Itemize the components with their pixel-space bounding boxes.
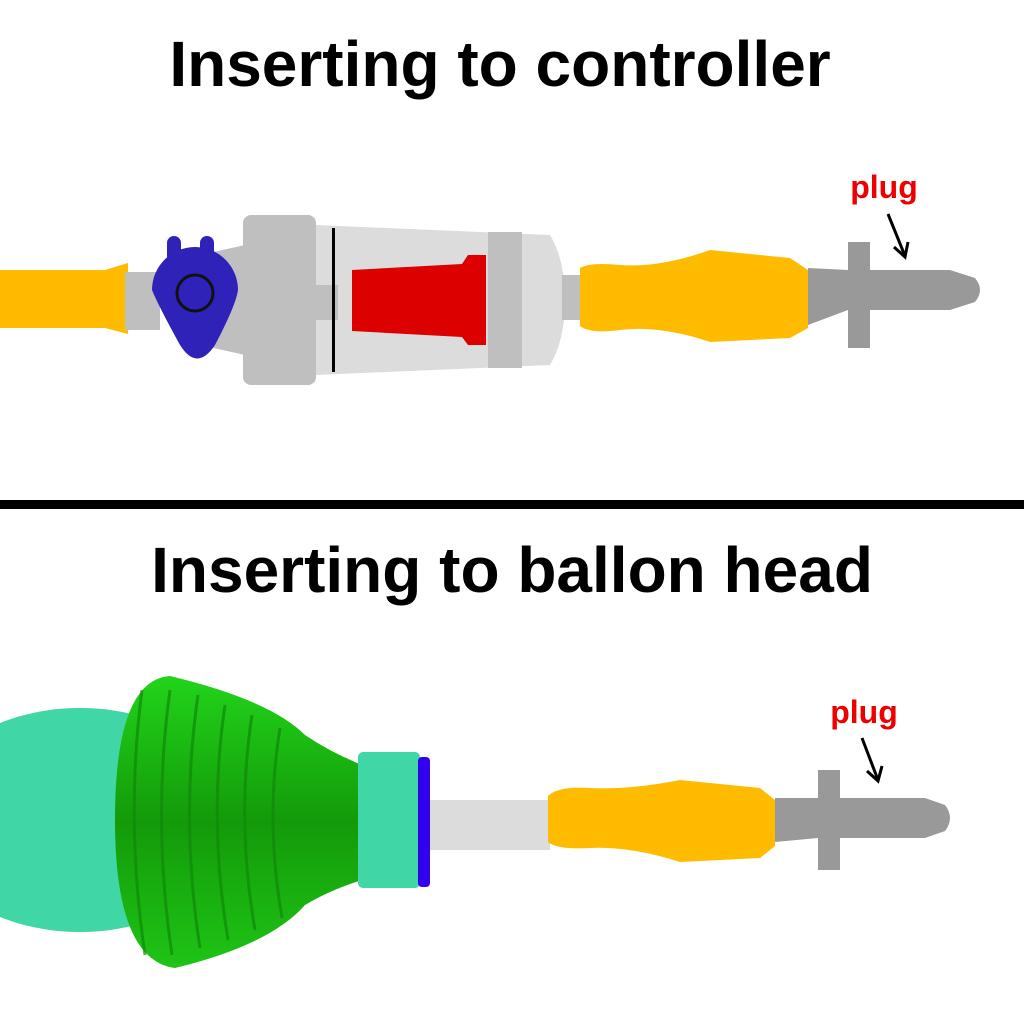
top-title: Inserting to controller xyxy=(169,28,830,100)
left-yellow-tube xyxy=(0,263,128,334)
red-part xyxy=(352,255,486,345)
balloon-assembly xyxy=(0,676,950,968)
bottom-plug-label: plug xyxy=(830,694,898,730)
bottom-yellow-tube xyxy=(548,780,775,862)
middle-yellow-tube xyxy=(580,250,808,342)
gray-band xyxy=(488,232,522,368)
plug-bottom xyxy=(775,770,950,870)
plug-top xyxy=(808,242,980,348)
blue-valve xyxy=(152,236,238,359)
green-cone xyxy=(115,676,362,968)
cone-ridges xyxy=(132,689,284,956)
gray-tube xyxy=(430,800,550,850)
valve-ring-icon xyxy=(175,273,215,313)
top-arrow-icon xyxy=(886,213,910,260)
top-plug-label: plug xyxy=(850,169,918,205)
divider xyxy=(0,500,1024,509)
controller-assembly xyxy=(0,215,980,385)
gray-connector-right xyxy=(562,275,582,320)
bottom-title: Inserting to ballon head xyxy=(151,534,873,606)
bottom-arrow-icon xyxy=(860,737,884,784)
black-line xyxy=(332,228,335,372)
teal-collar xyxy=(358,752,420,888)
gray-block xyxy=(243,215,316,385)
blue-ring xyxy=(418,757,430,887)
